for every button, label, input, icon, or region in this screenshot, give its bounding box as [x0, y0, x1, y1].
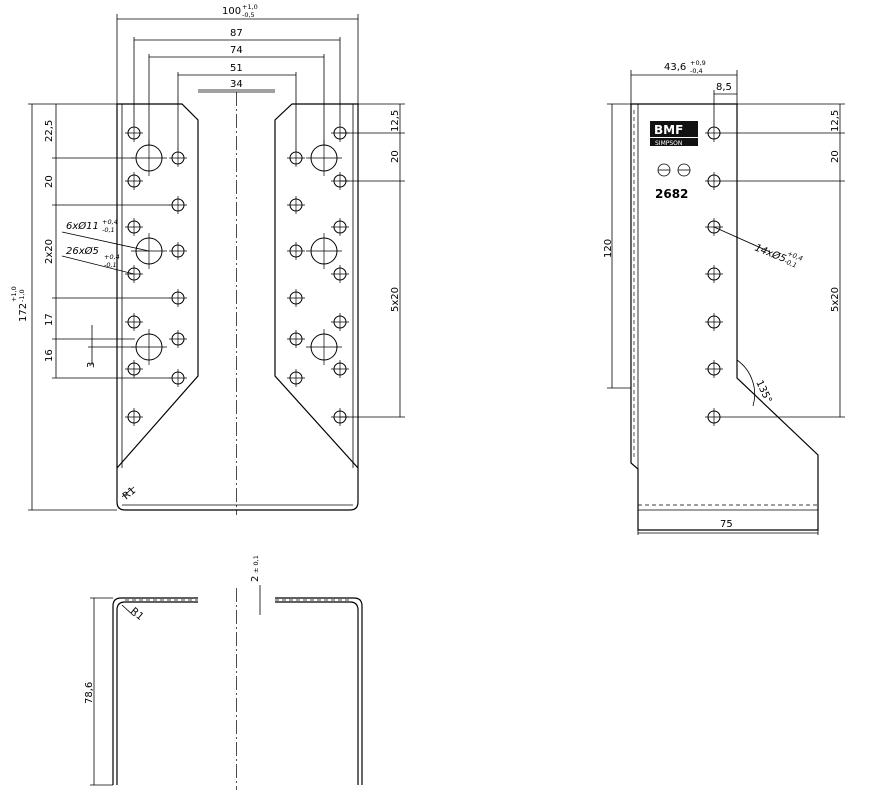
callout-leader-big [61, 231, 150, 252]
dim-22-5: 22,5 [44, 120, 55, 142]
dim-height-tol-down: -1,0 [18, 289, 26, 302]
dim-overall-width-tol-down: -0,5 [242, 11, 255, 19]
part-number: 2682 [655, 187, 688, 201]
dim-overall-width-tol-up: +1,0 [242, 3, 258, 11]
front-view: 100 +1,0 -0,5 87 74 51 34 172 +1,0 -1,0 … [10, 3, 405, 515]
side-dim-12-5: 12,5 [830, 110, 841, 132]
side-dim-width-tol-up: +0,9 [690, 59, 706, 67]
bottom-outline [112, 597, 363, 785]
callout-small-tol-up: +0,4 [104, 253, 120, 261]
logo-box [650, 121, 698, 137]
side-dim-edge: 8,5 [716, 82, 732, 93]
dim-17: 17 [44, 313, 55, 326]
dim-w34: 34 [230, 79, 243, 90]
bottom-radius-label: R1 [128, 606, 145, 623]
dim-height: 172 [18, 303, 29, 322]
dim-height-tol-up: +1,0 [10, 286, 18, 302]
bottom-view: 78,6 2 ± 0,1 R1 [84, 555, 363, 790]
side-dim-base: 75 [720, 519, 733, 530]
bottom-dimensions [90, 585, 261, 786]
certification-icon [657, 163, 691, 177]
dim-w74: 74 [230, 45, 243, 56]
logo-sub-box [650, 138, 698, 146]
bottom-dim-height: 78,6 [84, 682, 95, 704]
side-callout-holes: 14xØ5 [753, 242, 788, 265]
side-view: BMF SIMPSON 2682 [603, 59, 845, 535]
front-outline [116, 103, 359, 511]
logo-sub-text: SIMPSON [655, 140, 682, 147]
callout-small-tol-down: -0,1 [104, 261, 117, 269]
dim-3: 3 [86, 362, 97, 368]
dim-w51: 51 [230, 63, 243, 74]
callout-big-holes: 6xØ11 [66, 220, 99, 232]
callout-big-tol-up: +0,4 [102, 218, 118, 226]
dim-16: 16 [44, 349, 55, 362]
side-dim-20: 20 [830, 150, 841, 163]
callout-big-tol-down: -0,1 [102, 226, 115, 234]
dim-20: 20 [44, 175, 55, 188]
radius-leader [121, 486, 135, 498]
side-dim-width-tol-down: -0,4 [690, 67, 703, 75]
dim-overall-width: 100 [222, 6, 241, 17]
dim-2x20: 2x20 [44, 239, 55, 264]
side-dim-120: 120 [603, 239, 614, 258]
side-dim-width: 43,6 [664, 62, 686, 73]
front-left-dimensions [28, 103, 170, 511]
callout-leader-small [61, 255, 135, 275]
front-right-dimensions [340, 103, 405, 418]
front-top-dimensions [116, 14, 359, 150]
dim-right-5x20: 5x20 [390, 287, 401, 312]
bottom-dim-thickness: 2 [250, 576, 261, 582]
side-angle: 135° [753, 379, 773, 405]
dim-right-12-5: 12,5 [390, 110, 401, 132]
front-holes [125, 124, 349, 426]
side-dimensions [607, 70, 845, 535]
callout-small-holes: 26xØ5 [66, 245, 99, 257]
bottom-dim-thickness-tol: ± 0,1 [252, 555, 260, 573]
front-radius-label: R1 [121, 485, 138, 502]
dim-right-20: 20 [390, 150, 401, 163]
side-dim-5x20: 5x20 [830, 287, 841, 312]
dim-w87: 87 [230, 28, 243, 39]
logo-text: BMF [654, 123, 683, 137]
side-holes [705, 124, 723, 426]
side-outline [630, 103, 819, 531]
